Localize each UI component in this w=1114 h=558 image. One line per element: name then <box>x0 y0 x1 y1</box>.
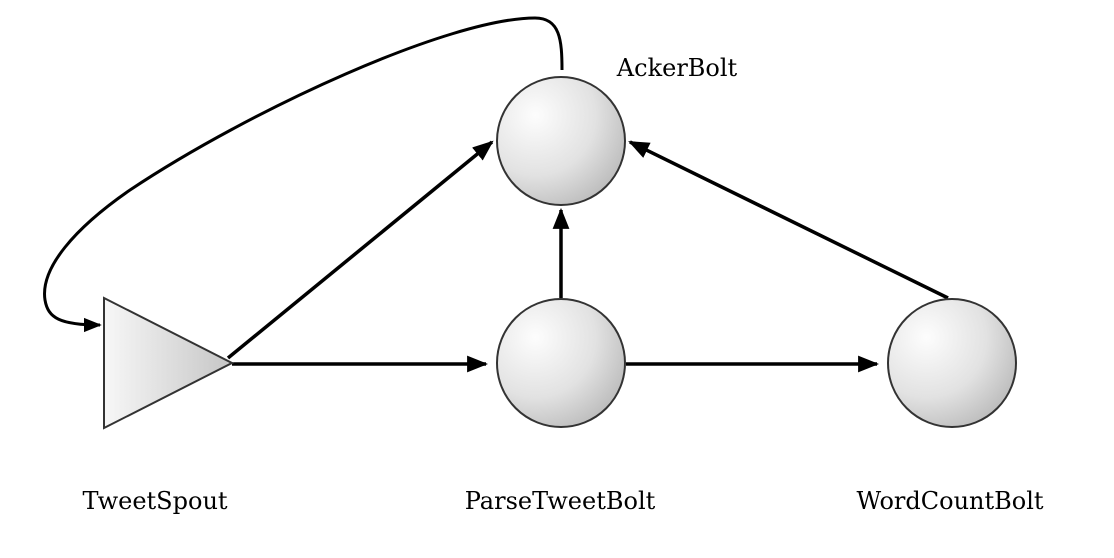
acker-bolt-label: AckerBolt <box>616 54 738 82</box>
edge-acker-to-spout-loop <box>43 16 564 333</box>
tweet-spout-node <box>103 296 235 430</box>
word-count-bolt-label: WordCountBolt <box>856 487 1043 515</box>
word-count-bolt-node <box>887 298 1017 428</box>
edge-spout-to-acker <box>226 140 494 360</box>
acker-bolt-node <box>496 76 626 206</box>
tweet-spout-label: TweetSpout <box>82 487 227 515</box>
edge-count-to-acker <box>628 140 949 300</box>
parse-tweet-bolt-label: ParseTweetBolt <box>465 487 656 515</box>
parse-tweet-bolt-node <box>496 298 626 428</box>
